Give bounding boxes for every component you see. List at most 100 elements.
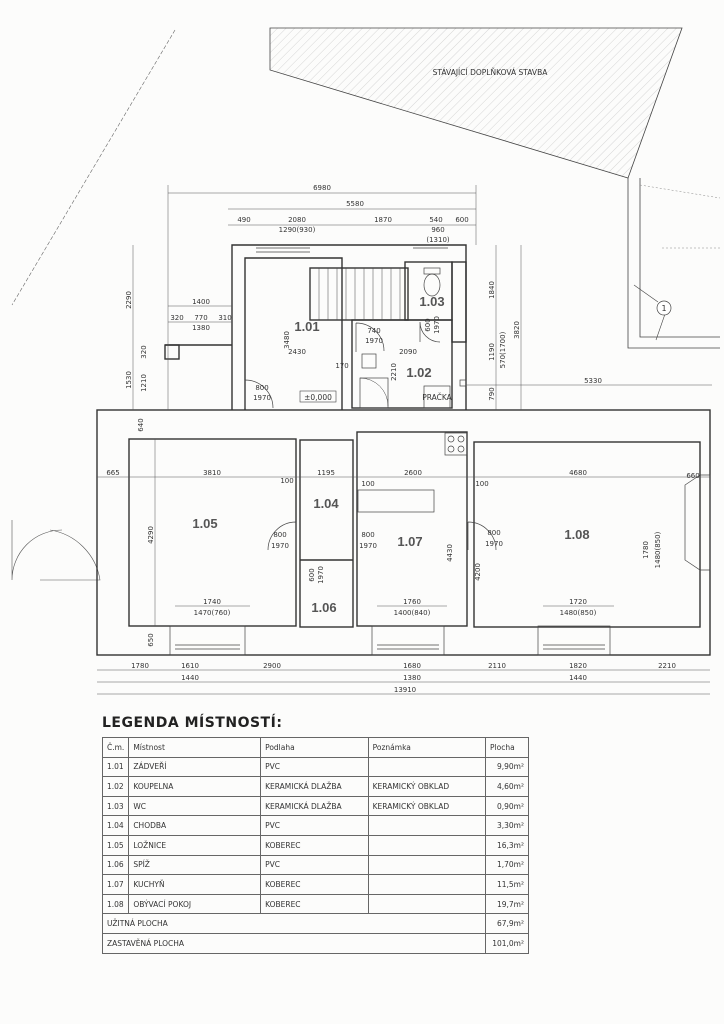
site-wall-inner: [639, 178, 720, 338]
dimension-label: 1190: [488, 343, 496, 361]
dimension-label: 1970: [433, 316, 441, 334]
dimension-label: 5330: [584, 377, 602, 385]
dimension-label: 800: [361, 531, 374, 539]
dimension-label: 2600: [404, 469, 422, 477]
room-number: 1.04: [101, 815, 130, 836]
window: [371, 625, 445, 656]
dimension-label: 4290: [147, 526, 155, 544]
window: [169, 625, 246, 656]
dimension-label: 4680: [569, 469, 587, 477]
usable-area-label: UŽITNÁ PLOCHA: [101, 913, 487, 934]
dimension-label: 1380: [192, 324, 210, 332]
dimension-label: 100: [361, 480, 374, 488]
door-swing: [244, 379, 274, 409]
dimension-label: 3480: [283, 331, 291, 349]
room-number: 1.08: [101, 893, 130, 915]
existing-building-label: STÁVAJÍCÍ DOPLŇKOVÁ STAVBA: [433, 68, 549, 77]
dimension-label: 1210: [140, 374, 148, 392]
dimension-label: 1970: [359, 542, 377, 550]
dimension-label: 640: [137, 418, 145, 431]
dimension-label: 3820: [513, 321, 521, 339]
dimension-label: 13910: [394, 686, 416, 694]
site-boundary-line: [11, 29, 176, 306]
dimension-label: 1440: [569, 674, 587, 682]
dimension-label: 1780: [642, 541, 650, 559]
area: 1,70m²: [485, 854, 529, 876]
floor-type: KOBEREC: [260, 834, 369, 856]
dimension-label: 1760: [403, 598, 421, 606]
dimension-label: 660: [686, 472, 699, 480]
room-name: OBÝVACÍ POKOJ: [128, 893, 262, 915]
dimension-label: 2210: [390, 363, 398, 381]
dimension-label: 5580: [346, 200, 364, 208]
existing-building-hatch: [269, 27, 683, 179]
dimension-label: 740: [367, 327, 380, 335]
dimension-label: 100: [280, 477, 293, 485]
dimension-label: 2290: [125, 291, 133, 309]
dimension-label: 2900: [263, 662, 281, 670]
dimension-label: 570(1700): [499, 331, 507, 368]
floor-plan-drawing: STÁVAJÍCÍ DOPLŇKOVÁ STAVBA 1: [11, 27, 721, 695]
area: 19,7m²: [485, 893, 529, 915]
washer-icon: [423, 385, 451, 409]
window: [537, 625, 611, 656]
door-swing: [419, 321, 441, 343]
floor-type: KERAMICKÁ DLAŽBA: [260, 795, 369, 817]
dimension-label: 170: [335, 362, 348, 370]
note: [367, 815, 487, 836]
section-marker-label: 1: [661, 304, 666, 313]
dimension-label: 1290(930): [279, 226, 316, 234]
floor-type: PVC: [260, 854, 369, 876]
dimension-label: 665: [106, 469, 119, 477]
room-number: 1.05: [101, 834, 130, 856]
room-number: 1.06: [101, 854, 130, 876]
dimension-label: 1740: [203, 598, 221, 606]
dimension-label: 1195: [317, 469, 335, 477]
built-area-value: 101,0m²: [485, 932, 529, 954]
dimension-label: 3810: [203, 469, 221, 477]
dimension-label: (1310): [426, 236, 450, 244]
area: 11,5m²: [485, 874, 529, 895]
room-name: SPÍŽ: [128, 854, 262, 876]
dimension-label: 800: [273, 531, 286, 539]
dimension-label: 650: [147, 633, 155, 646]
dimension-label: 1840: [488, 281, 496, 299]
dimension-label: 1970: [253, 394, 271, 402]
dimension-label: 310: [218, 314, 231, 322]
level-mark: ±0,000: [304, 393, 332, 402]
note: [367, 893, 487, 915]
room-name: WC: [128, 795, 262, 817]
dimension-label: 1530: [125, 371, 133, 389]
kitchen-counter: [357, 489, 435, 513]
dimension-label: 1970: [365, 337, 383, 345]
floor-type: PVC: [260, 756, 369, 778]
room-number: 1.03: [101, 795, 130, 817]
dimension-label: 2210: [658, 662, 676, 670]
room-name: KUCHYŇ: [128, 874, 262, 895]
area: 0,90m²: [485, 795, 529, 817]
legend-title: LEGENDA MÍSTNOSTÍ:: [102, 715, 283, 731]
room-name: CHODBA: [128, 815, 262, 836]
dimension-label: 1870: [374, 216, 392, 224]
dimension-label: 1380: [403, 674, 421, 682]
room-name: LOŽNICE: [128, 834, 262, 856]
dimension-label: 1780: [131, 662, 149, 670]
fixtures: [169, 247, 711, 656]
dimension-label: 800: [255, 384, 268, 392]
room-number-1-08: 1.08: [564, 527, 589, 542]
door-swing: [355, 322, 385, 352]
fireplace: [684, 474, 711, 571]
dimension-label: 600: [455, 216, 468, 224]
site-wall: [627, 178, 720, 349]
entrance-gate: [11, 520, 101, 581]
area: 3,30m²: [485, 815, 529, 836]
